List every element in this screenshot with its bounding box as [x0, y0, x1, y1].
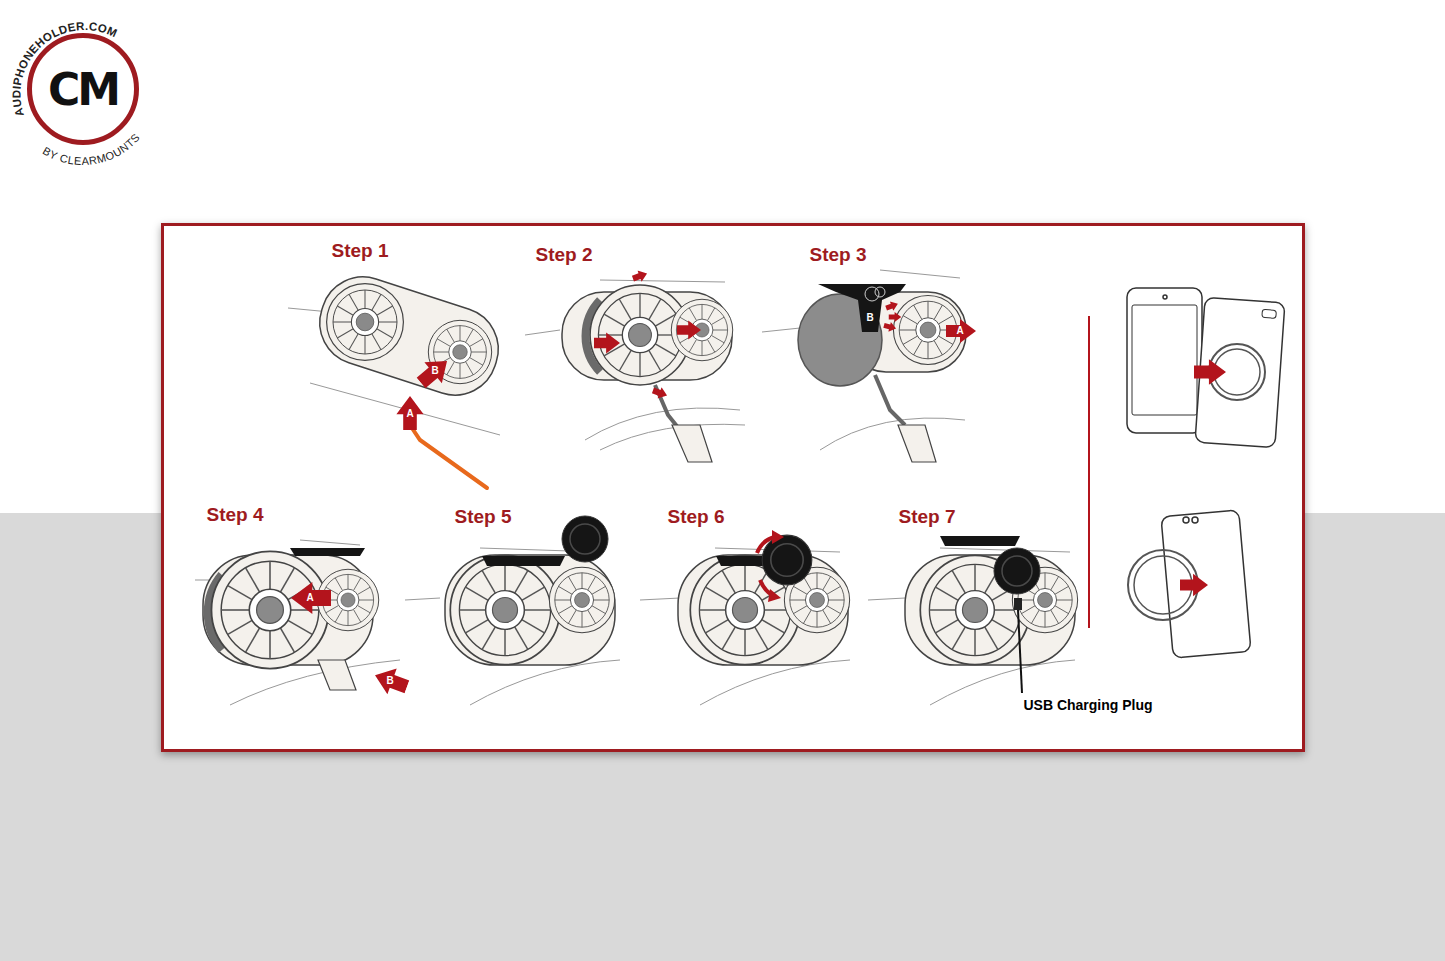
- callout-letter: B: [386, 676, 393, 686]
- step-heading: Step 2: [535, 245, 592, 264]
- callout-letter: A: [306, 593, 313, 603]
- callout-letter: B: [866, 313, 873, 323]
- callout-letter: B: [431, 366, 438, 376]
- step-heading: Step 4: [206, 505, 263, 524]
- step7-vents: [905, 536, 1078, 693]
- step5-vents: [445, 516, 615, 665]
- step-heading: Step 7: [898, 507, 955, 526]
- step-heading: Step 3: [809, 245, 866, 264]
- step-heading: Step 6: [667, 507, 724, 526]
- step-heading: Step 1: [331, 241, 388, 260]
- step4-vents: [203, 548, 379, 690]
- step2-vents: [562, 285, 733, 462]
- step-heading: Step 5: [454, 507, 511, 526]
- logo-monogram: CM: [48, 64, 118, 115]
- part-label: USB Charging Plug: [1023, 698, 1152, 712]
- divider-line: [1088, 316, 1090, 628]
- step6-vents: [678, 530, 850, 665]
- step3-mount: [798, 284, 966, 462]
- logo-circle: CM: [27, 33, 139, 145]
- svg-text:AUDIPHONEHOLDER.COM: AUDIPHONEHOLDER.COM: [10, 20, 119, 118]
- logo-ring-text: AUDIPHONEHOLDER.COM: [10, 20, 119, 118]
- callout-letter: A: [956, 326, 963, 336]
- callout-letter: A: [406, 409, 413, 419]
- phone-figures: [1127, 288, 1285, 658]
- step1-vents: [309, 266, 509, 488]
